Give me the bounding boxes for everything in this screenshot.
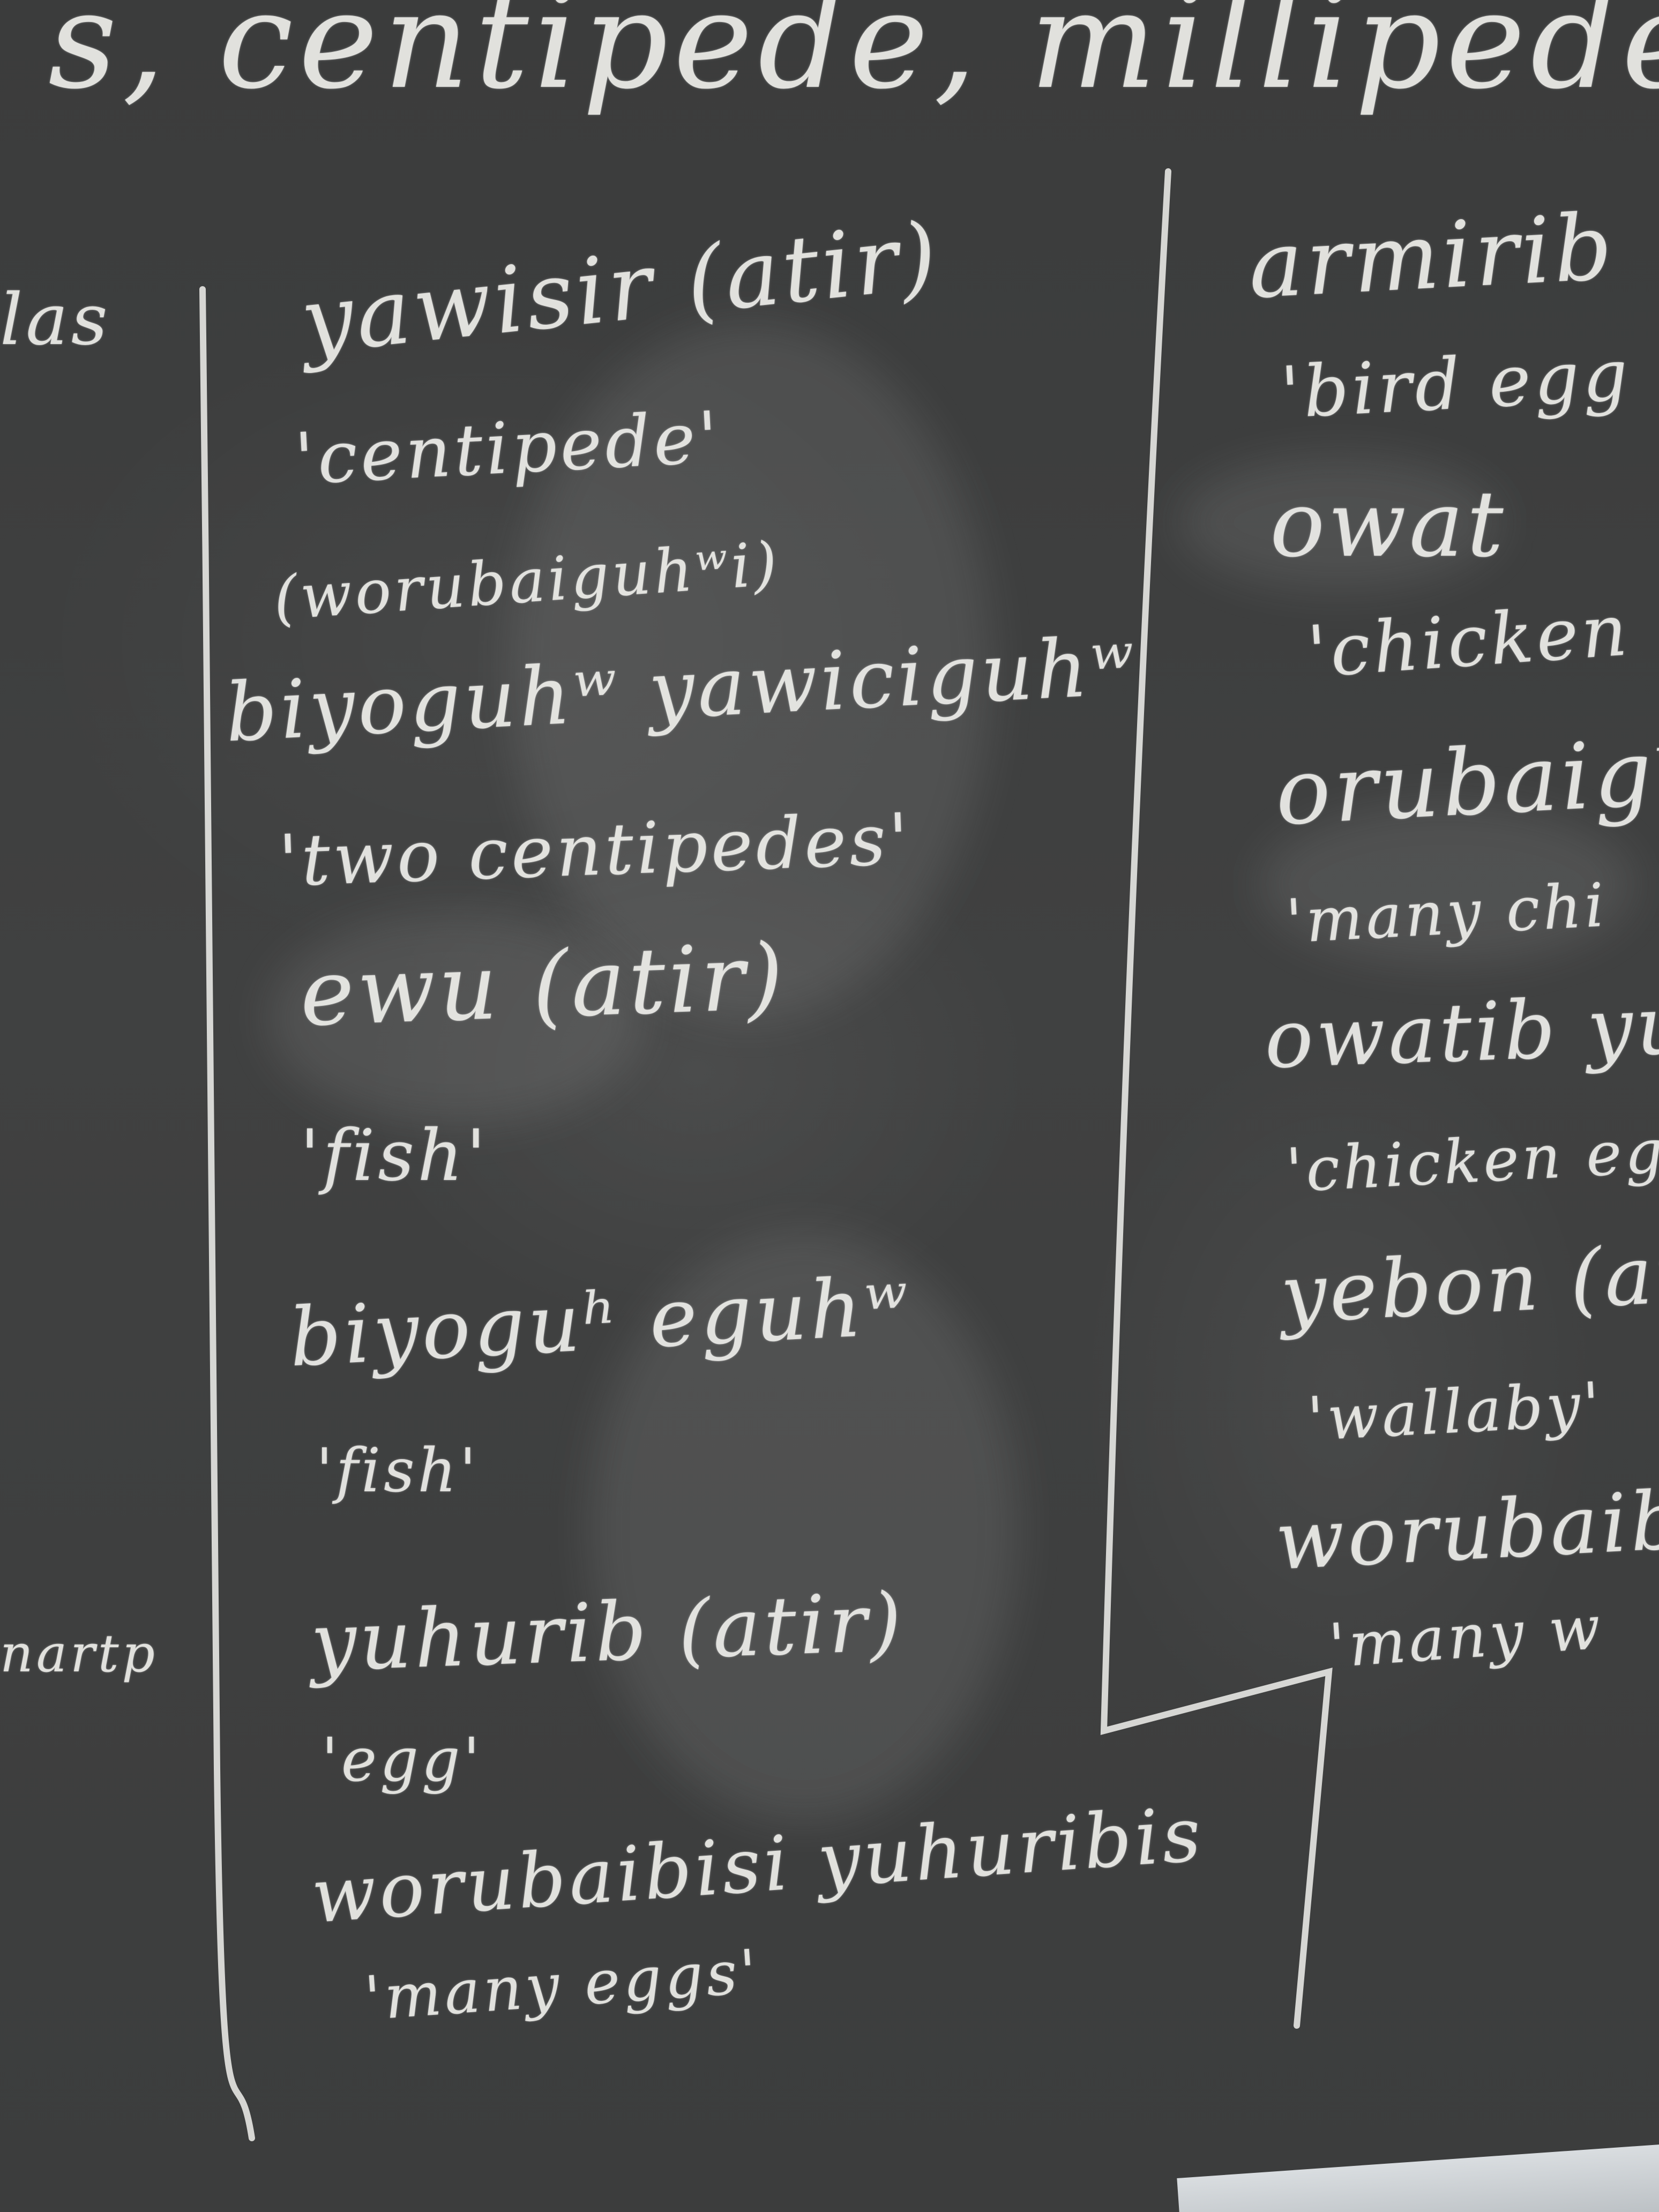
entry-word: owatib yu: [1263, 978, 1659, 1087]
left-fragment-bottom: nartp: [0, 1624, 158, 1684]
entry-gloss: 'fish': [300, 1115, 489, 1197]
eraser-smudge: [1179, 455, 1500, 589]
entry-gloss: 'egg': [322, 1725, 483, 1795]
header-text: s, centipede, millipede: [48, 0, 1659, 118]
eraser-smudge: [509, 322, 991, 1018]
entry-word: owat: [1270, 472, 1507, 578]
eraser-smudge: [1259, 804, 1634, 965]
eraser-smudge: [268, 911, 643, 1125]
entry-word: orubaigʷ: [1273, 718, 1659, 846]
eraser-smudge: [589, 1232, 1018, 1822]
entry-word: armirib: [1246, 194, 1618, 319]
entry-gloss: 'fish': [316, 1436, 480, 1506]
entry-word: ewu (atir): [298, 924, 788, 1047]
left-fragment-top: las: [0, 279, 111, 361]
